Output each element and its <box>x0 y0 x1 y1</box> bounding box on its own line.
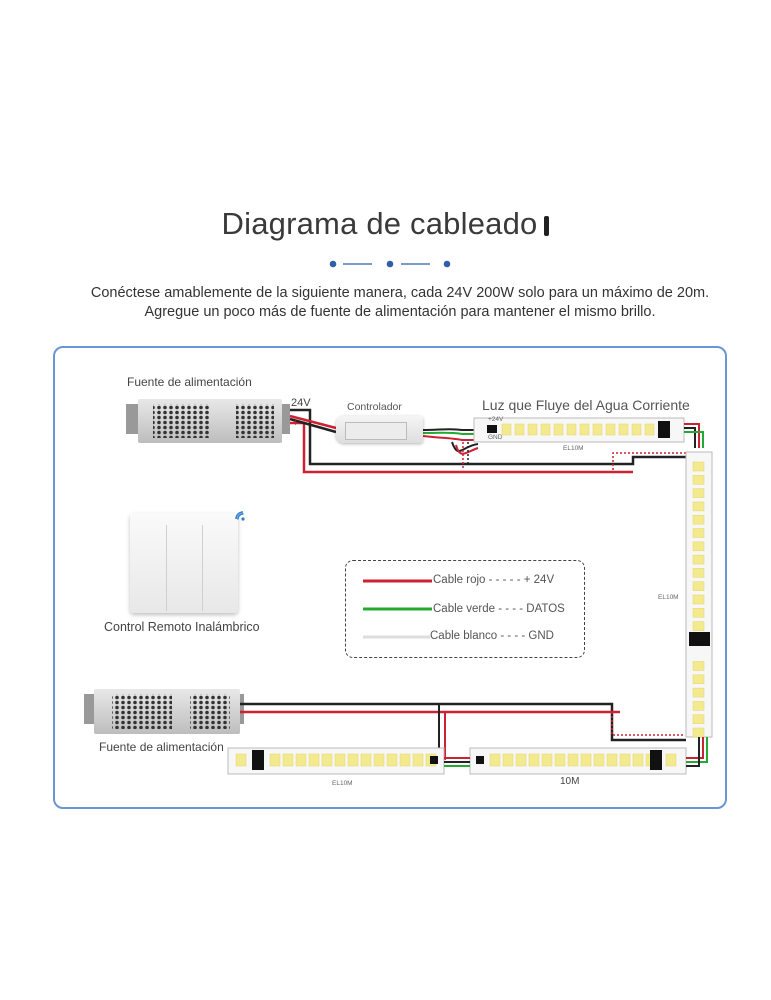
voltage-label: 24V <box>291 397 311 409</box>
legend-red: Cable rojo - - - - - + 24V <box>433 574 555 586</box>
led-chip <box>692 674 705 685</box>
led-chip <box>618 423 629 436</box>
led-chip <box>580 753 592 767</box>
legend-white: Cable blanco - - - - GND <box>430 630 554 642</box>
led-chip <box>308 753 320 767</box>
led-chip <box>553 423 564 436</box>
top-supply-wires <box>289 408 690 474</box>
remote-label: Control Remoto Inalámbrico <box>104 620 260 634</box>
led-chip <box>514 423 525 436</box>
led-chip <box>692 528 705 538</box>
led-chip <box>692 461 705 472</box>
wire-legend <box>345 560 585 658</box>
led-chip <box>692 594 705 605</box>
led-chip <box>692 661 705 671</box>
led-chip <box>692 714 705 724</box>
led-chip <box>269 753 281 767</box>
led-strip-top <box>473 417 685 443</box>
power-supply-top-label: Fuente de alimentación <box>127 375 252 389</box>
led-chip <box>692 488 705 498</box>
led-chip <box>579 423 590 436</box>
led-chip <box>631 423 642 436</box>
legend-green: Cable verde - - - - DATOS <box>433 603 565 615</box>
strip-bottom-right-mark: 10M <box>560 776 580 787</box>
led-chip <box>592 423 603 436</box>
controller-sticker <box>345 422 407 440</box>
led-chip <box>665 753 677 767</box>
led-chip <box>692 701 705 711</box>
led-chip <box>567 753 579 767</box>
strip-right-mark: EL10M <box>658 594 679 601</box>
legend-wires <box>363 579 432 639</box>
led-chip <box>515 753 527 767</box>
pad-gnd-label: GND <box>488 434 503 441</box>
led-chip <box>360 753 372 767</box>
led-chip <box>692 514 705 525</box>
led-chip <box>347 753 359 767</box>
power-supply-top <box>126 399 290 443</box>
led-chip <box>692 475 705 485</box>
controller-label: Controlador <box>347 401 402 413</box>
led-chip <box>502 753 514 767</box>
power-supply-bottom-label: Fuente de alimentación <box>99 740 224 754</box>
strip-bottom-left-mark: EL10M <box>332 780 353 787</box>
led-chip <box>386 753 398 767</box>
led-chip <box>692 608 705 618</box>
led-chip <box>593 753 605 767</box>
bottom-dotted-links <box>611 712 684 736</box>
wifi-icon <box>235 511 245 521</box>
led-chip <box>235 753 247 767</box>
strip-title: Luz que Fluye del Agua Corriente <box>482 397 690 413</box>
led-chip <box>412 753 424 767</box>
led-chip <box>334 753 346 767</box>
led-chip <box>606 753 618 767</box>
subtitle-line-2: Agregue un poco más de fuente de aliment… <box>144 304 656 320</box>
led-chip <box>501 423 512 436</box>
subtitle-line-1: Conéctese amablemente de la siguiente ma… <box>90 285 710 301</box>
bottom-link-wires <box>444 737 708 767</box>
led-chip <box>295 753 307 767</box>
led-chip <box>566 423 577 436</box>
remote-panel-icon <box>130 513 238 613</box>
led-chip <box>489 753 501 767</box>
led-chip <box>632 753 644 767</box>
led-chip <box>528 753 540 767</box>
controller-strip-wires <box>422 428 479 455</box>
led-chip <box>282 753 294 767</box>
led-chip <box>692 554 705 565</box>
led-chip <box>373 753 385 767</box>
led-strip-bottom-left <box>227 747 445 775</box>
led-chip <box>692 621 705 631</box>
page-title: Diagrama de cableado <box>0 206 771 242</box>
led-chip <box>692 581 705 591</box>
led-chip <box>692 568 705 578</box>
led-strip-bottom-right <box>469 747 687 775</box>
dotted-links <box>462 442 690 470</box>
led-chip <box>554 753 566 767</box>
led-chip <box>692 727 705 738</box>
led-chip <box>605 423 616 436</box>
led-chip <box>541 753 553 767</box>
led-chip <box>527 423 538 436</box>
pad-24v-label: +24V <box>488 416 504 423</box>
led-chip <box>321 753 333 767</box>
led-chip <box>692 687 705 698</box>
title-divider <box>329 260 451 268</box>
led-chip <box>399 753 411 767</box>
plus-label: + <box>293 418 299 428</box>
led-chip <box>692 541 705 552</box>
diagram-frame <box>53 346 727 809</box>
led-chip <box>692 501 705 512</box>
led-chip <box>540 423 551 436</box>
led-chip <box>644 423 655 436</box>
top-right-wires <box>684 423 704 448</box>
power-supply-bottom <box>84 689 244 734</box>
strip-top-mark: EL10M <box>563 445 584 452</box>
led-chip <box>619 753 631 767</box>
led-strip-right <box>685 451 713 738</box>
